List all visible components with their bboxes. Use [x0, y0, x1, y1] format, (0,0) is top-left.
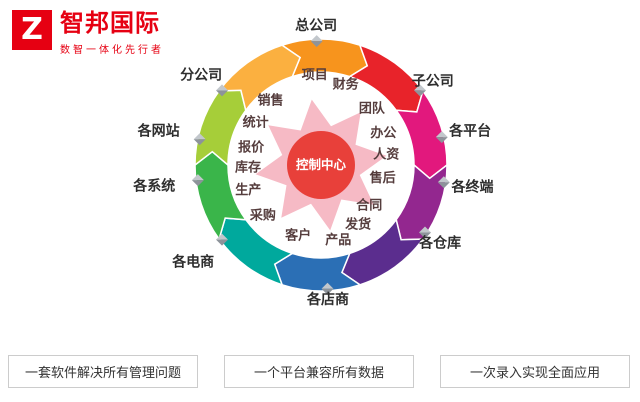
marker-diamond-icon [321, 282, 334, 289]
control-center-label: 控制中心 [296, 157, 347, 172]
wheel-inner-label: 采购 [249, 208, 276, 224]
wheel-inner-label: 库存 [235, 160, 261, 176]
marker-diamond-icon [216, 90, 228, 97]
wheel-inner-label: 办公 [370, 125, 396, 141]
banner-box: 一次录入实现全面应用 [440, 355, 630, 388]
wheel-inner-label: 报价 [238, 141, 265, 156]
wheel-inner-label: 人资 [373, 147, 399, 163]
wheel-inner-label: 客户 [285, 227, 311, 243]
marker-diamond-icon [419, 226, 431, 233]
wheel-outer-label: 各电商 [171, 253, 214, 270]
wheel-inner-label: 产品 [325, 232, 351, 248]
marker-diamond-icon [435, 131, 448, 138]
control-center-circle [287, 131, 355, 199]
brand-text: 智邦国际 数智一体化先行者 [60, 9, 164, 56]
wheel-inner-label: 生产 [235, 182, 261, 198]
marker-diamond-icon [321, 288, 334, 295]
marker-diamond-icon [191, 174, 204, 181]
wheel-inner-label: 销售 [257, 92, 283, 108]
marker-diamond-icon [435, 137, 448, 144]
wheel-inner-label: 合同 [356, 198, 382, 214]
wheel-inner-label: 项目 [302, 68, 328, 83]
marker-diamond-icon [310, 35, 323, 42]
brand-name: 智邦国际 [60, 9, 160, 37]
wheel-outer-label: 各店商 [306, 291, 349, 308]
marker-diamond-icon [414, 84, 426, 91]
wheel-inner-label: 售后 [370, 170, 396, 186]
brand-header: Z 智邦国际 数智一体化先行者 [12, 9, 164, 56]
marker-diamond-icon [216, 233, 228, 240]
wheel-inner-label: 财务 [333, 77, 360, 93]
brand-tagline: 数智一体化先行者 [60, 44, 164, 56]
marker-diamond-icon [414, 90, 426, 97]
wheel-outer-label: 各仓库 [418, 234, 461, 251]
wheel-inner-label: 发货 [344, 216, 371, 232]
marker-diamond-icon [193, 133, 206, 140]
marker-diamond-icon [216, 239, 228, 246]
footer-banners: 一套软件解决所有管理问题 一个平台兼容所有数据 一次录入实现全面应用 [8, 355, 630, 388]
marker-diamond-icon [216, 84, 228, 91]
marker-diamond-icon [191, 180, 204, 187]
marker-diamond-icon [437, 176, 450, 183]
wheel-inner-label: 统计 [243, 115, 269, 131]
wheel-outer-label: 总公司 [295, 17, 337, 34]
marker-diamond-icon [193, 139, 206, 146]
wheel-outer-label: 分公司 [180, 68, 222, 84]
wheel-outer-label: 子公司 [412, 74, 454, 90]
wheel-outer-label: 各平台 [448, 123, 491, 140]
marker-diamond-icon [310, 41, 323, 48]
brand-logo-icon: Z [12, 10, 52, 50]
wheel-inner-label: 团队 [359, 102, 386, 117]
wheel-outer-label: 各系统 [132, 178, 175, 195]
wheel-outer-label: 各网站 [137, 123, 180, 140]
marker-diamond-icon [437, 182, 450, 189]
marker-diamond-icon [419, 232, 431, 239]
banner-box: 一套软件解决所有管理问题 [8, 355, 198, 388]
banner-box: 一个平台兼容所有数据 [224, 355, 414, 388]
wheel-outer-label: 各终端 [451, 178, 494, 195]
